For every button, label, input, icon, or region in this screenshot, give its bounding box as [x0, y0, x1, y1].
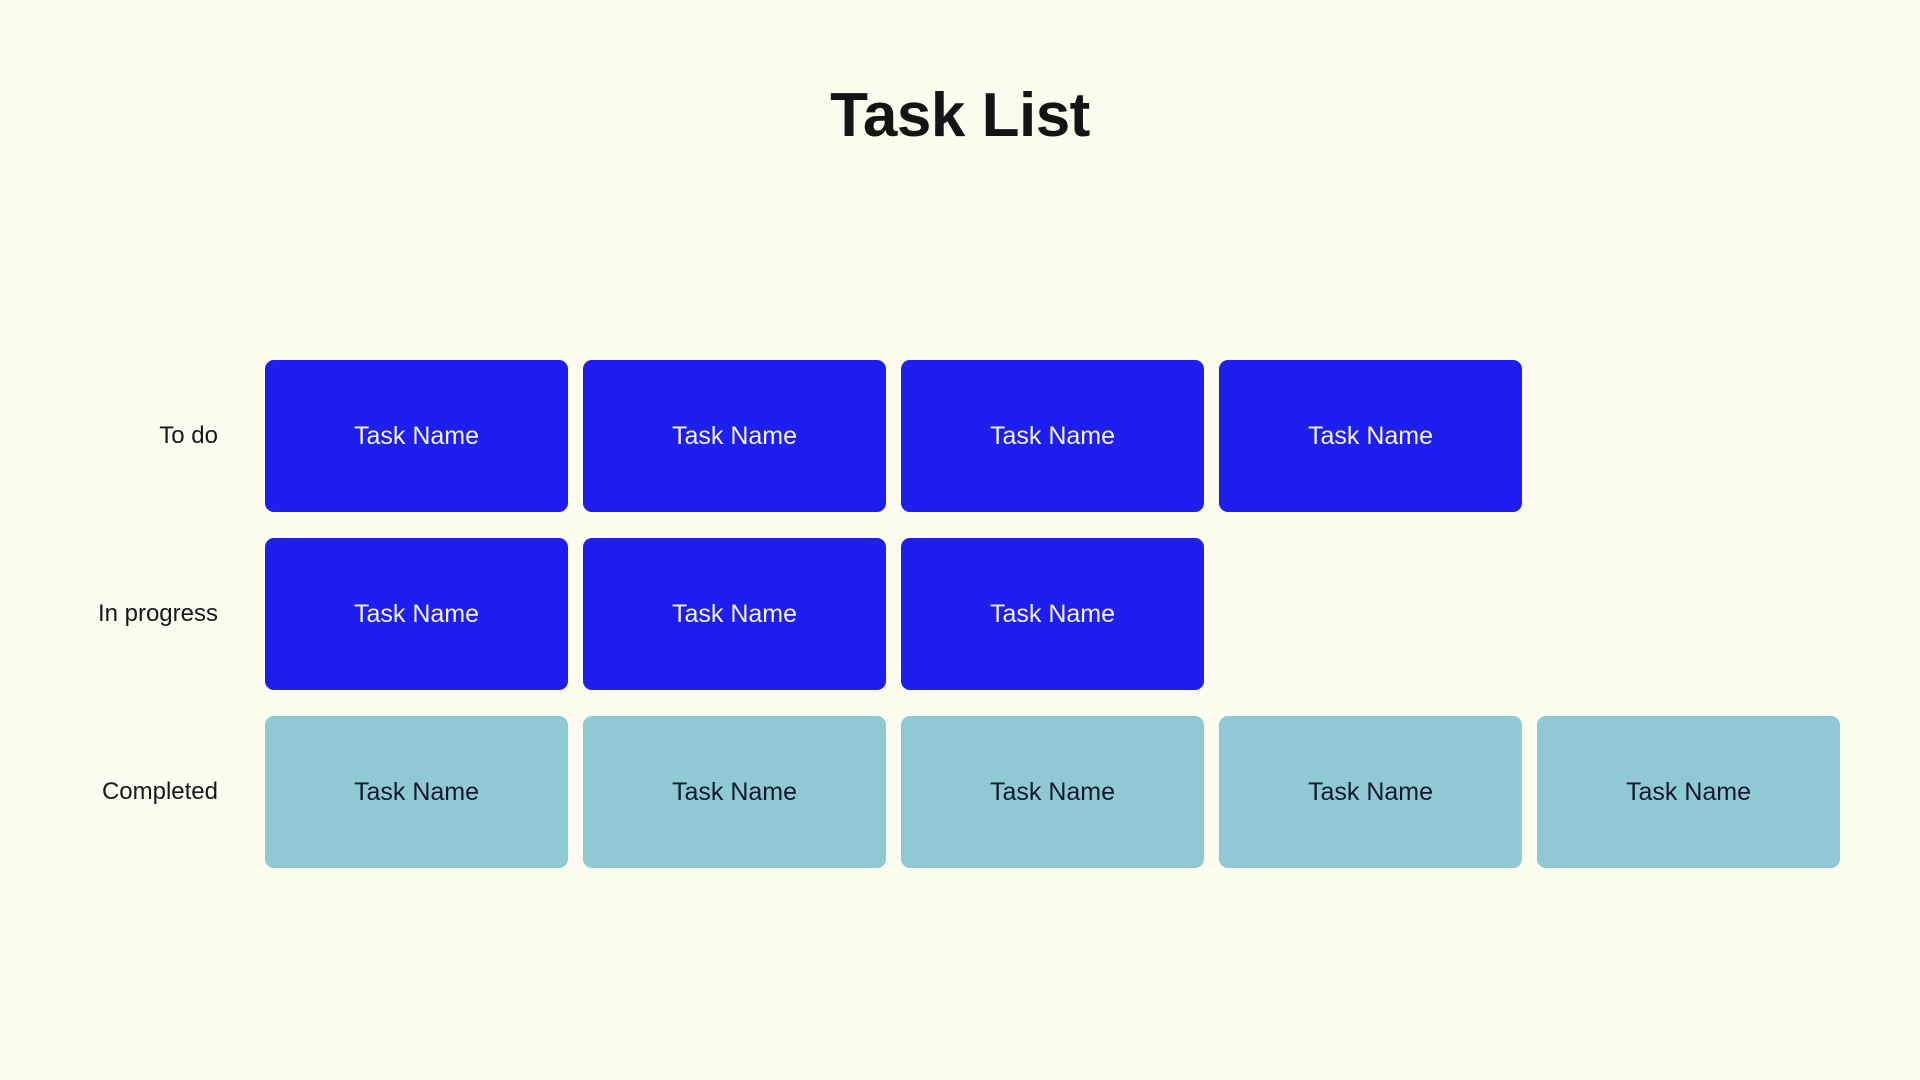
- task-card[interactable]: Task Name: [1537, 716, 1840, 868]
- task-card[interactable]: Task Name: [583, 538, 886, 690]
- task-card-label: Task Name: [1307, 778, 1434, 806]
- row-label-in-progress: In progress: [97, 599, 218, 627]
- task-card-label: Task Name: [1307, 422, 1434, 450]
- task-card-label: Task Name: [989, 778, 1116, 806]
- task-card[interactable]: Task Name: [265, 716, 568, 868]
- task-card-label: Task Name: [353, 600, 480, 628]
- board-rows: To do Task Name Task Name Task Name Task…: [0, 360, 1920, 868]
- task-card-label: Task Name: [671, 778, 798, 806]
- page-title: Task List: [830, 80, 1090, 150]
- row-label-todo: To do: [159, 421, 218, 449]
- board-row-completed: Completed Task Name Task Name Task Name …: [0, 716, 1920, 868]
- task-card[interactable]: Task Name: [1219, 716, 1522, 868]
- task-card-label: Task Name: [353, 778, 480, 806]
- task-card-label: Task Name: [1625, 778, 1752, 806]
- task-card[interactable]: Task Name: [265, 360, 568, 512]
- card-list-completed: Task Name Task Name Task Name Task Name …: [265, 716, 1840, 868]
- task-card-label: Task Name: [989, 422, 1116, 450]
- task-card[interactable]: Task Name: [1219, 360, 1522, 512]
- card-list-in-progress: Task Name Task Name Task Name: [265, 538, 1204, 690]
- card-list-todo: Task Name Task Name Task Name Task Name: [265, 360, 1522, 512]
- board-row-todo: To do Task Name Task Name Task Name Task…: [0, 360, 1920, 512]
- task-card-label: Task Name: [989, 600, 1116, 628]
- row-label-completed: Completed: [101, 777, 218, 805]
- task-card[interactable]: Task Name: [583, 360, 886, 512]
- board-row-in-progress: In progress Task Name Task Name Task Nam…: [0, 538, 1920, 690]
- task-card-label: Task Name: [671, 422, 798, 450]
- task-card[interactable]: Task Name: [265, 538, 568, 690]
- task-card[interactable]: Task Name: [901, 360, 1204, 512]
- task-card[interactable]: Task Name: [901, 716, 1204, 868]
- task-card[interactable]: Task Name: [901, 538, 1204, 690]
- task-card[interactable]: Task Name: [583, 716, 886, 868]
- task-card-label: Task Name: [671, 600, 798, 628]
- task-card-label: Task Name: [353, 422, 480, 450]
